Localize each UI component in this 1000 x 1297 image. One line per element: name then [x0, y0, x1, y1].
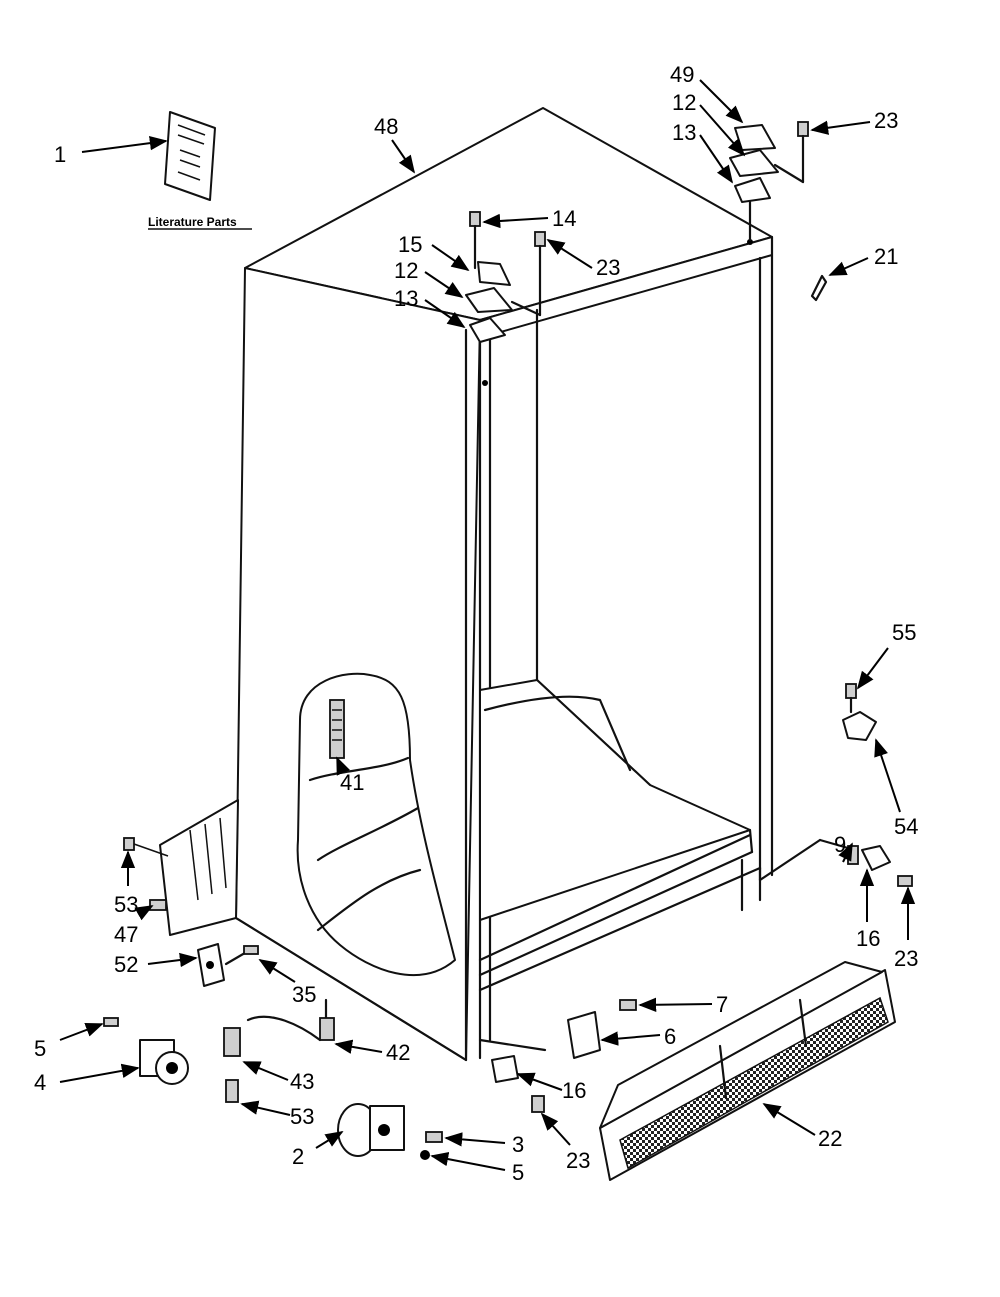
literature-caption: Literature Parts: [148, 215, 237, 229]
cabinet-cutaway: [296, 672, 456, 976]
clip-21: [810, 274, 828, 302]
callout-23: 23: [874, 108, 898, 133]
callout-7: 7: [716, 992, 728, 1017]
callout-22: 22: [818, 1126, 842, 1151]
rear-roller-2: [337, 1103, 443, 1160]
callout-54: 54: [894, 814, 918, 839]
callout-16: 16: [562, 1078, 586, 1103]
literature-booklet: [164, 111, 216, 201]
callout-52: 52: [114, 952, 138, 977]
callout-15: 15: [398, 232, 422, 257]
shelf-support-41: [329, 699, 345, 759]
callout-16: 16: [856, 926, 880, 951]
clip-43: [223, 1027, 241, 1103]
callout-9: 9: [834, 832, 846, 857]
right-lower-hinge: [758, 683, 913, 887]
callout-13: 13: [394, 286, 418, 311]
callout-53: 53: [114, 892, 138, 917]
leader-lines: [59, 79, 916, 1171]
callout-5: 5: [34, 1036, 46, 1061]
callout-12: 12: [394, 258, 418, 283]
callout-21: 21: [874, 244, 898, 269]
callout-49: 49: [670, 62, 694, 87]
callout-labels: 1 48 49 12 13 23 14 15 12 13 23 21 55 54…: [34, 62, 918, 1185]
front-roller-4: [103, 1017, 189, 1085]
callout-13: 13: [672, 120, 696, 145]
callout-53: 53: [290, 1104, 314, 1129]
callout-55: 55: [892, 620, 916, 645]
callout-6: 6: [664, 1024, 676, 1049]
left-bracket: [123, 799, 239, 936]
callout-5: 5: [512, 1160, 524, 1185]
callout-4: 4: [34, 1070, 46, 1095]
callout-3: 3: [512, 1132, 524, 1157]
bottom-hinge-6: [491, 999, 637, 1113]
callout-2: 2: [292, 1144, 304, 1169]
callout-14: 14: [552, 206, 576, 231]
base-grille-22: [599, 961, 896, 1181]
callout-35: 35: [292, 982, 316, 1007]
leveler-bracket-52: [197, 943, 259, 987]
callout-23: 23: [596, 255, 620, 280]
top-hinge-center: [465, 211, 546, 343]
top-hinge-right: [729, 121, 809, 242]
callout-43: 43: [290, 1069, 314, 1094]
callout-47: 47: [114, 922, 138, 947]
callout-23: 23: [566, 1148, 590, 1173]
callout-48: 48: [374, 114, 398, 139]
callout-23: 23: [894, 946, 918, 971]
callout-42: 42: [386, 1040, 410, 1065]
callout-1: 1: [54, 142, 66, 167]
callout-41: 41: [340, 770, 364, 795]
callout-12: 12: [672, 90, 696, 115]
